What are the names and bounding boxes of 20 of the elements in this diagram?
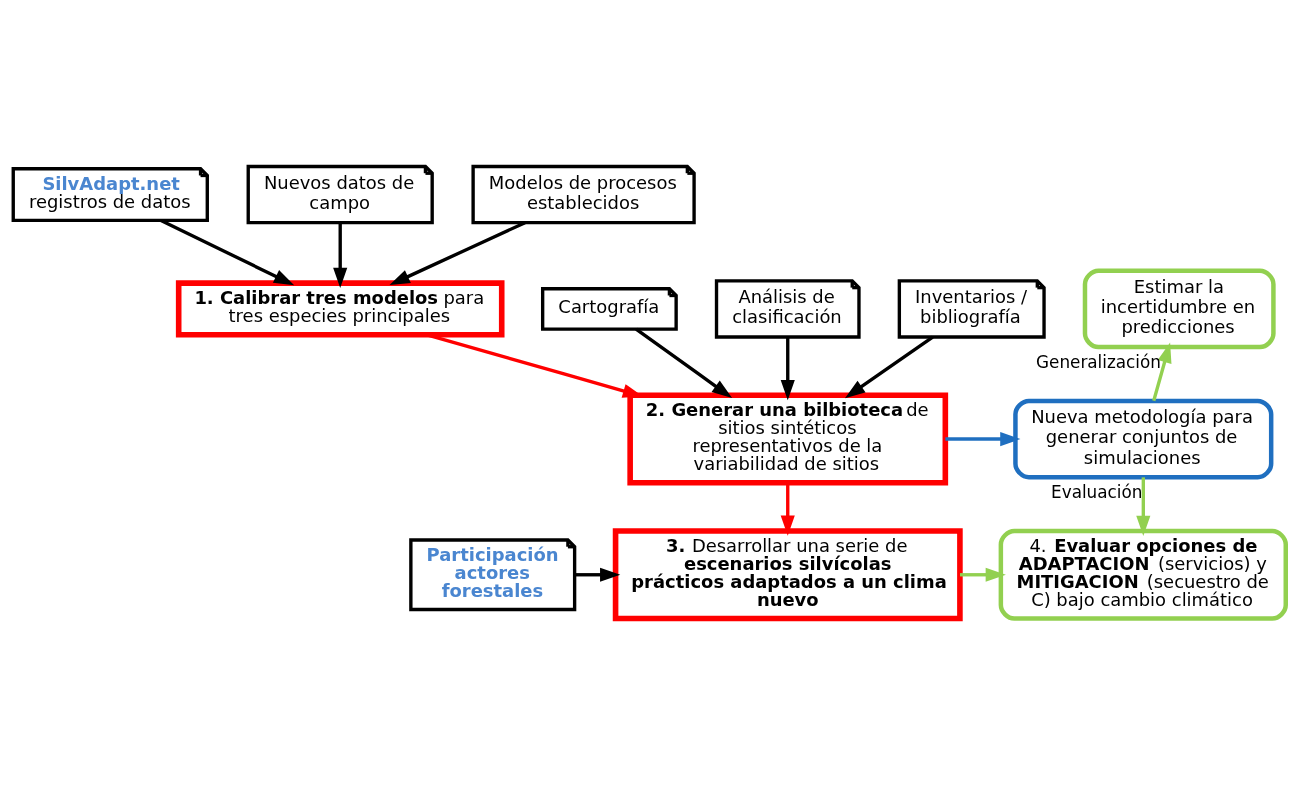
arrow xyxy=(1136,477,1151,537)
node-box: Estimar la incertidumbre en predicciones xyxy=(1082,268,1276,350)
node-box: 2. Generar una bilbioteca de sitios sintéticos representativos de la variabilidad de sitios xyxy=(627,392,949,486)
arrow xyxy=(635,327,733,399)
arrow xyxy=(780,337,795,401)
node-box: 1. Calibrar tres modelos para tres especies principales xyxy=(175,280,505,338)
node-box: 4. Evaluar opciones de ADAPTACION (servicios) y MITIGACION (secuestro de C) bajo cambio climático xyxy=(998,528,1288,621)
edge-label: Evaluación xyxy=(1051,482,1143,503)
node-box: 3. Desarrollar una serie de escenarios silvícolas prácticos adaptados a un clima nuevo xyxy=(612,528,963,622)
arrow xyxy=(780,483,795,536)
arrow xyxy=(160,218,295,286)
arrow xyxy=(389,221,526,286)
arrow xyxy=(574,567,621,582)
arrow xyxy=(844,335,934,399)
arrow xyxy=(1152,342,1172,402)
arrow xyxy=(945,431,1021,447)
arrow xyxy=(959,567,1006,582)
node-box: Nueva metodología para generar conjuntos de simulaciones xyxy=(1013,398,1274,480)
edge-label: Generalización xyxy=(1036,352,1161,373)
arrow xyxy=(333,222,348,288)
